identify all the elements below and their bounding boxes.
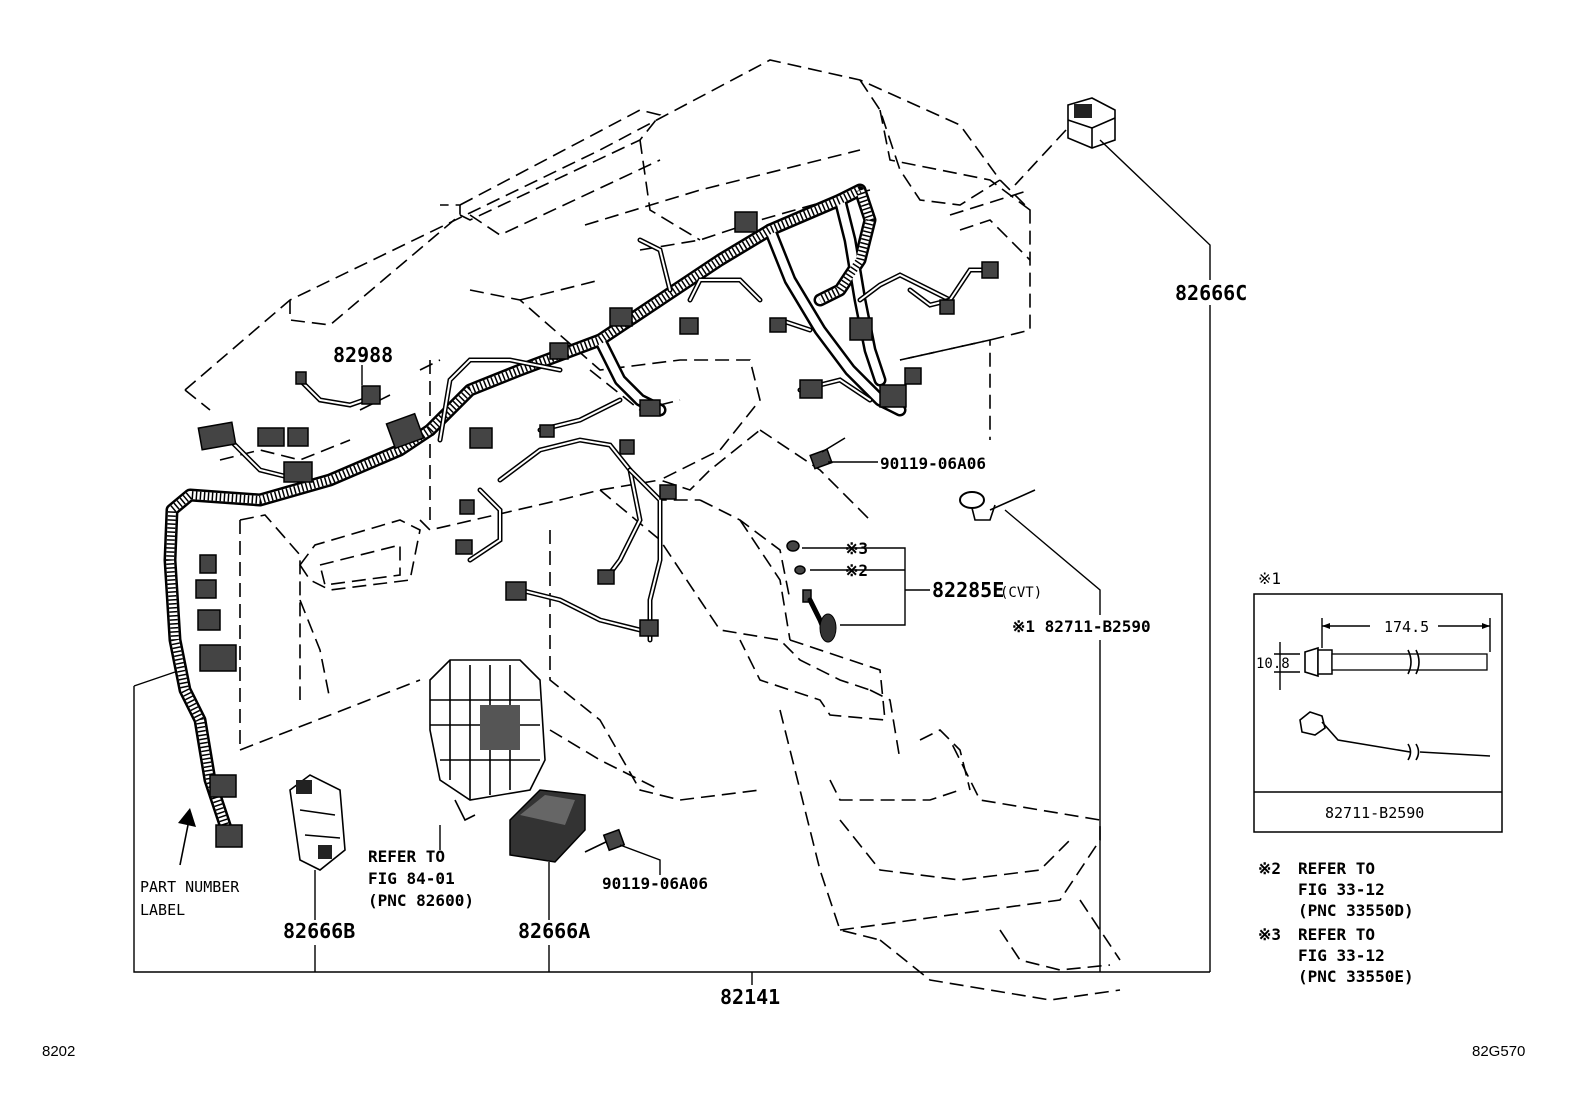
label-82141: 82141 [720,985,780,1009]
detail-box: ※1 174.5 10.8 82711-B2590 [1253,569,1503,833]
label-90119-bottom: 90119-06A06 [602,874,708,893]
detail-frame [1253,593,1503,833]
note2-line3: (PNC 33550D) [1298,901,1414,920]
detail-part: 82711-B2590 [1325,804,1424,822]
bolt-90119-top [809,437,846,470]
note3-mark: ※3 [1258,925,1281,944]
note3-line1: REFER TO [1298,925,1375,944]
wire-harness-82141 [163,183,999,848]
notes: ※2 REFER TO FIG 33-12 (PNC 33550D) ※3 RE… [1258,859,1414,986]
bolt-90119-bottom [584,828,626,853]
junction-block [429,659,546,822]
leader-82141-frame [133,671,1210,973]
detail-title: ※1 [1258,569,1281,588]
parts-82285E [786,540,837,643]
note2-line2: FIG 33-12 [1298,880,1385,899]
note3-line3: (PNC 33550E) [1298,967,1414,986]
label-part-number-1: PART NUMBER [140,878,240,896]
clip-82711-B2590 [959,489,1036,521]
label-82666B: 82666B [283,919,355,943]
label-refer-1: REFER TO [368,847,445,866]
leader-82285E-bracket [802,547,930,626]
note2-line1: REFER TO [1298,859,1375,878]
label-82285E-suffix: (CVT) [1000,585,1042,601]
leader-82666C-dashed [1014,129,1067,186]
label-82988: 82988 [333,343,393,367]
detail-dim-length: 174.5 [1384,618,1429,636]
note2-mark: ※2 [1258,859,1281,878]
bracket-82666B [289,774,346,871]
leader-82711 [1004,509,1101,615]
label-82666C: 82666C [1175,281,1247,305]
bracket-82666C [1067,97,1116,149]
label-refer-2: FIG 84-01 [368,869,455,888]
leader-82666C [1099,139,1211,280]
part-number-label-arrow [178,808,196,866]
footer-right: 82G570 [1472,1043,1525,1060]
detail-dim-height: 10.8 [1256,656,1290,672]
leader-90119-bottom [619,844,661,875]
label-82711: ※1 82711-B2590 [1012,617,1151,636]
note3-line2: FIG 33-12 [1298,946,1385,965]
label-mark3-small: ※3 [845,539,868,558]
label-90119-top: 90119-06A06 [880,454,986,473]
footer-left: 8202 [42,1043,75,1060]
label-82666A: 82666A [518,919,590,943]
label-part-number-2: LABEL [140,901,185,919]
block-82666A [509,789,586,863]
label-82285E: 82285E [932,578,1004,602]
label-mark2-small: ※2 [845,561,868,580]
label-refer-3: (PNC 82600) [368,891,474,910]
sub-harness-82988 [295,371,381,405]
